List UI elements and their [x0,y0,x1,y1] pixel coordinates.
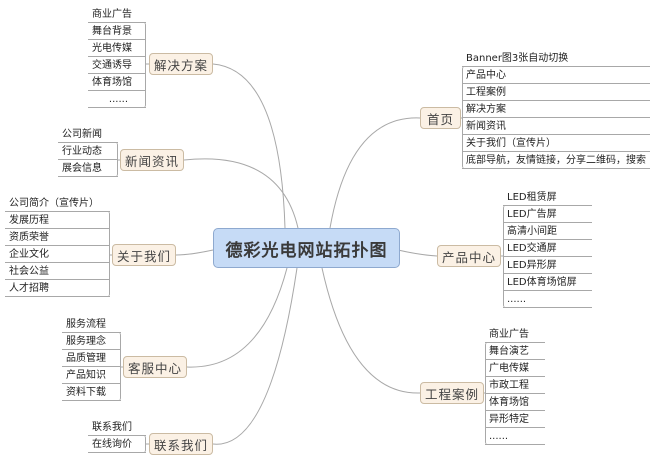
subtopic-list: 公司简介（宣传片）发展历程资质荣誉企业文化社会公益人才招聘 [5,195,110,297]
connector-line [321,267,421,394]
topic-node[interactable]: 首页 [420,107,461,129]
topic-node[interactable]: 工程案例 [420,382,484,404]
list-bracket [503,205,509,308]
subtopic-list: 服务流程服务理念品质管理产品知识资料下载 [62,316,121,401]
subtopic-item[interactable]: 产品中心 [462,67,650,84]
subtopic-item[interactable]: 体育场馆 [485,394,545,411]
subtopic-item[interactable]: 工程案例 [462,84,650,101]
subtopic-item[interactable]: ...... [485,428,545,445]
list-bracket [485,342,491,445]
topic-node[interactable]: 新闻资讯 [120,149,184,171]
subtopic-item[interactable]: 资质荣誉 [5,229,110,246]
subtopic-item[interactable]: Banner图3张自动切换 [462,50,650,67]
subtopic-item[interactable]: 品质管理 [62,350,121,367]
subtopic-item[interactable]: 底部导航，友情链接，分享二维码，搜索 [462,152,650,169]
subtopic-item[interactable]: 联系我们 [88,419,146,436]
connector-line [397,249,438,257]
subtopic-item[interactable]: 高清小间距 [503,223,592,240]
topic-node[interactable]: 产品中心 [437,245,501,267]
subtopic-item[interactable]: ...... [503,291,592,308]
subtopic-item[interactable]: LED租赁屏 [503,189,592,206]
subtopic-item[interactable]: 发展历程 [5,212,110,229]
list-bracket [140,435,146,453]
subtopic-item[interactable]: 企业文化 [5,246,110,263]
list-bracket [140,22,146,108]
list-bracket [462,66,468,169]
connector-line [212,63,286,229]
subtopic-item[interactable]: LED交通屏 [503,240,592,257]
subtopic-item[interactable]: 新闻资讯 [462,118,650,135]
subtopic-item[interactable]: 解决方案 [462,101,650,118]
subtopic-item[interactable]: 舞台背景 [88,23,146,40]
subtopic-list: 商业广告舞台背景光电传媒交通诱导体育场馆...... [88,6,146,108]
topic-node[interactable]: 客服中心 [123,356,187,378]
list-bracket [104,211,110,297]
subtopic-item[interactable]: 公司新闻 [58,126,118,143]
subtopic-item[interactable]: 产品知识 [62,367,121,384]
subtopic-item[interactable]: 在线询价 [88,436,146,453]
subtopic-item[interactable]: 服务理念 [62,333,121,350]
subtopic-item[interactable]: LED体育场馆屏 [503,274,592,291]
subtopic-item[interactable]: ...... [88,91,146,108]
subtopic-item[interactable]: 公司简介（宣传片） [5,195,110,212]
subtopic-item[interactable]: 市政工程 [485,377,545,394]
subtopic-item[interactable]: 行业动态 [58,143,118,160]
topic-node[interactable]: 解决方案 [149,53,213,75]
connector-line [186,267,288,368]
subtopic-item[interactable]: 关于我们（宣传片） [462,135,650,152]
subtopic-item[interactable]: 商业广告 [485,326,545,343]
central-topic: 德彩光电网站拓扑图 [213,228,400,268]
subtopic-item[interactable]: 光电传媒 [88,40,146,57]
subtopic-item[interactable]: 交通诱导 [88,57,146,74]
subtopic-list: 公司新闻行业动态展会信息 [58,126,118,177]
list-bracket [112,142,118,177]
subtopic-item[interactable]: 人才招聘 [5,280,110,297]
connector-line [175,249,214,256]
subtopic-list: Banner图3张自动切换产品中心工程案例解决方案新闻资讯关于我们（宣传片）底部… [462,50,650,169]
list-bracket [115,332,121,401]
subtopic-item[interactable]: 异形特定 [485,411,545,428]
subtopic-item[interactable]: 社会公益 [5,263,110,280]
subtopic-item[interactable]: 资料下载 [62,384,121,401]
connector-line [212,267,298,445]
subtopic-list: 联系我们在线询价 [88,419,146,453]
subtopic-item[interactable]: 商业广告 [88,6,146,23]
subtopic-item[interactable]: LED广告屏 [503,206,592,223]
subtopic-item[interactable]: 体育场馆 [88,74,146,91]
subtopic-item[interactable]: 展会信息 [58,160,118,177]
topic-node[interactable]: 联系我们 [149,433,213,455]
connector-line [183,158,299,229]
topic-node[interactable]: 关于我们 [112,244,176,266]
subtopic-item[interactable]: 舞台演艺 [485,343,545,360]
subtopic-item[interactable]: LED异形屏 [503,257,592,274]
connector-line [329,117,421,229]
subtopic-item[interactable]: 广电传媒 [485,360,545,377]
subtopic-item[interactable]: 服务流程 [62,316,121,333]
subtopic-list: 商业广告舞台演艺广电传媒市政工程体育场馆异形特定...... [485,326,545,445]
